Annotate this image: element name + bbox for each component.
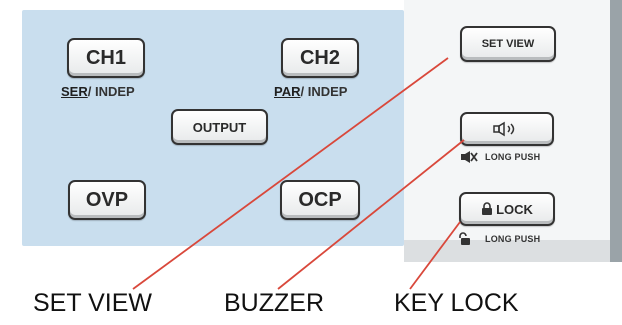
set-view-button[interactable]: SET VIEW xyxy=(460,26,556,62)
ocp-button-label: OCP xyxy=(298,188,342,211)
ch2-mode-indep: / INDEP xyxy=(300,84,348,99)
ch2-button[interactable]: CH2 xyxy=(281,38,359,78)
unlock-icon xyxy=(459,232,470,245)
output-button-label: OUTPUT xyxy=(192,119,247,135)
output-button[interactable]: OUTPUT xyxy=(171,109,268,145)
ch1-mode-ser: SER xyxy=(61,84,88,99)
ovp-button-label: OVP xyxy=(85,188,129,211)
key-lock-leader-line xyxy=(409,221,461,290)
front-panel: CH1 SER/ INDEP CH2 PAR/ INDEP OUTPUT OVP… xyxy=(22,0,622,262)
panel-edge xyxy=(610,0,622,262)
set-view-callout: SET VIEW xyxy=(33,289,153,317)
ch1-mode-indep: / INDEP xyxy=(87,84,135,99)
ch2-mode-par: PAR xyxy=(274,84,301,99)
lock-button-label: LOCK xyxy=(496,201,533,217)
side-strip-base xyxy=(404,240,612,262)
ch1-mode-label: SER/ INDEP xyxy=(61,84,135,99)
buzzer-leader-line xyxy=(277,139,465,290)
set-view-button-label: SET VIEW xyxy=(481,38,535,50)
mute-icon xyxy=(461,151,478,163)
buzzer-callout: BUZZER xyxy=(224,289,324,317)
ch2-mode-label: PAR/ INDEP xyxy=(274,84,347,99)
ovp-button[interactable]: OVP xyxy=(68,180,146,220)
ch1-button[interactable]: CH1 xyxy=(67,38,145,78)
ch1-button-label: CH1 xyxy=(85,46,126,69)
ocp-button[interactable]: OCP xyxy=(280,180,360,220)
buzzer-long-push-text: LONG PUSH xyxy=(485,152,541,162)
set-view-leader-line xyxy=(132,57,449,290)
speaker-icon xyxy=(493,121,515,137)
key-lock-callout: KEY LOCK xyxy=(394,289,519,317)
buzzer-button[interactable] xyxy=(460,112,554,146)
lock-long-push-text: LONG PUSH xyxy=(485,234,541,244)
ch2-button-label: CH2 xyxy=(299,46,340,69)
lock-button[interactable]: LOCK xyxy=(459,192,555,226)
padlock-icon xyxy=(482,202,493,215)
